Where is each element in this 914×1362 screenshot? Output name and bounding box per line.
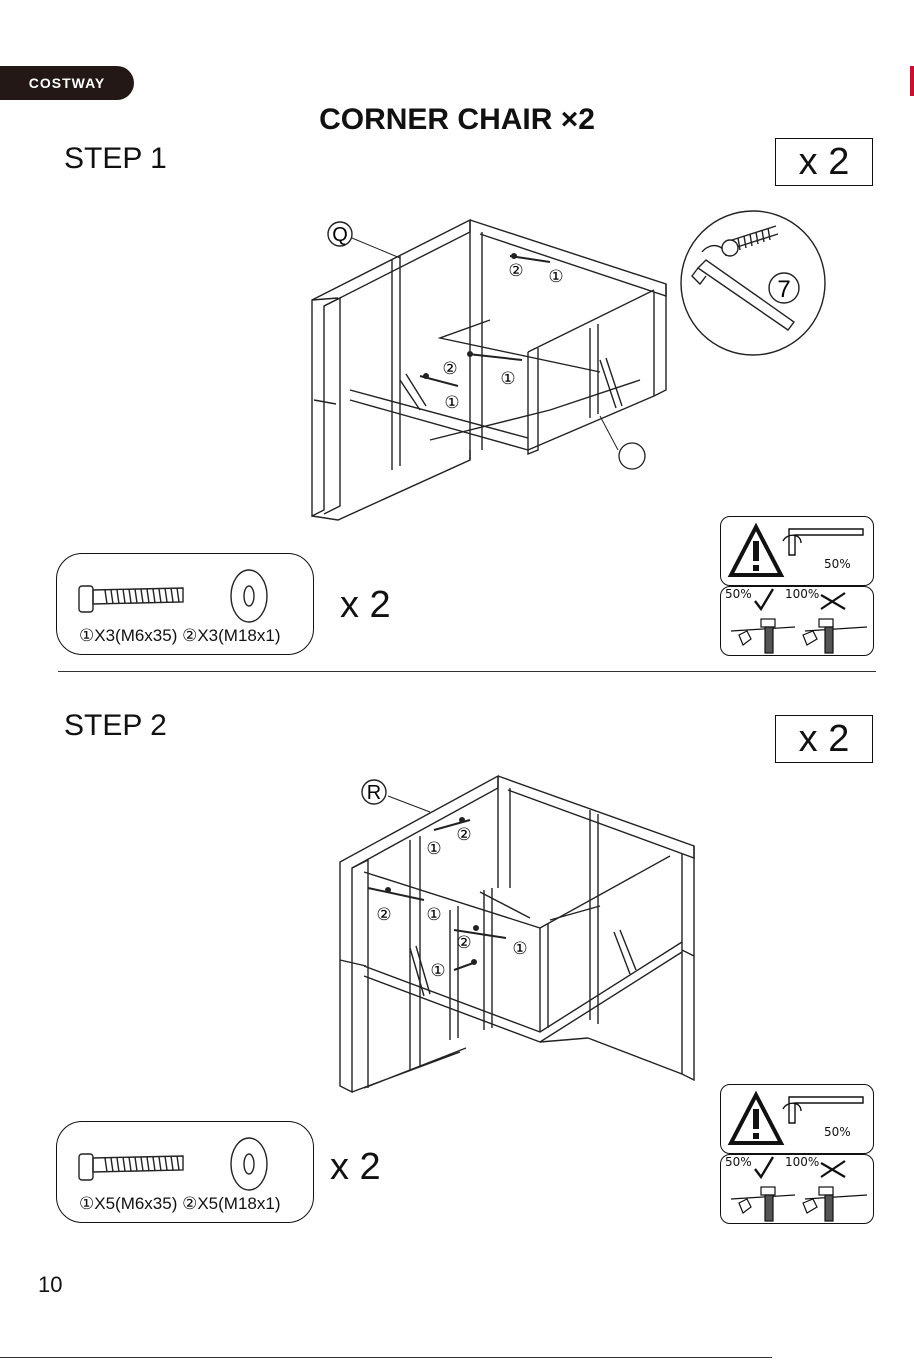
edge-marker [910, 66, 914, 96]
step-1-hardware-box: ①X3(M6x35) ②X3(M18x1) [56, 553, 314, 655]
step-1-quantity-box: x 2 [775, 138, 873, 186]
callout-bolt: ① [548, 267, 563, 287]
part-letter: R [367, 782, 381, 804]
step-2-hardware-box: ①X5(M6x35) ②X5(M18x1) [56, 1121, 314, 1223]
step-2-label: STEP 2 [64, 709, 167, 743]
callout-bolt: ① [426, 905, 441, 925]
allen-key-tool-circle: 7 [680, 210, 828, 358]
torque-warning-panel: 50% [720, 516, 874, 586]
callout-washer: ② [456, 933, 471, 953]
tool-number: 7 [777, 276, 790, 303]
callout-bolt: ① [500, 369, 515, 389]
step-1-frame-drawing: Q ② ① ② ① ① [300, 210, 680, 530]
brand-logo: COSTWAY [0, 66, 134, 100]
bolt-head-icon [79, 586, 93, 612]
hardware-multiplier: x 2 [330, 1146, 381, 1189]
callout-washer: ② [508, 261, 523, 281]
step-2-frame-drawing: R ① ② ② ① ② ① ① [330, 770, 700, 1100]
bolt-head-icon [722, 240, 738, 256]
callout-washer: ② [376, 905, 391, 925]
torque-check-panel: 50% 100% [720, 1154, 874, 1224]
footer-line [0, 1357, 772, 1358]
hex-key-icon [783, 1093, 867, 1127]
check-icon [755, 589, 773, 609]
brand-logo-text: COSTWAY [29, 75, 106, 91]
part-letter: Q [332, 224, 348, 246]
washer-icon [231, 1138, 267, 1190]
cross-icon [821, 1161, 845, 1177]
unlabeled-part-circle [619, 443, 645, 469]
callout-bolt: ① [444, 393, 459, 413]
step-divider [58, 671, 876, 672]
hardware-label: ①X5(M6x35) ②X5(M18x1) [79, 1194, 281, 1214]
torque-check-panel: 50% 100% [720, 586, 874, 656]
callout-washer: ② [442, 359, 457, 379]
hardware-label: ①X3(M6x35) ②X3(M18x1) [79, 626, 281, 646]
callout-bolt: ① [426, 839, 441, 859]
step-1-label: STEP 1 [64, 142, 167, 176]
warning-icon [727, 523, 785, 581]
torque-percent: 50% [824, 557, 851, 571]
hardware-illustration [75, 1136, 295, 1196]
cross-icon [821, 593, 845, 609]
torque-percent: 50% [824, 1125, 851, 1139]
page-title: CORNER CHAIR ×2 [0, 103, 914, 137]
check-icon [755, 1157, 773, 1177]
washer-icon [231, 570, 267, 622]
callout-bolt: ① [512, 939, 527, 959]
callout-washer: ② [456, 825, 471, 845]
step-2-quantity-box: x 2 [775, 715, 873, 763]
hardware-multiplier: x 2 [340, 584, 391, 627]
torque-warning-panel: 50% [720, 1084, 874, 1154]
hex-key-icon [783, 525, 867, 559]
hardware-illustration [75, 568, 295, 628]
bolt-head-icon [79, 1154, 93, 1180]
callout-bolt: ① [430, 961, 445, 981]
warning-icon [727, 1091, 785, 1149]
page-number: 10 [38, 1272, 62, 1298]
